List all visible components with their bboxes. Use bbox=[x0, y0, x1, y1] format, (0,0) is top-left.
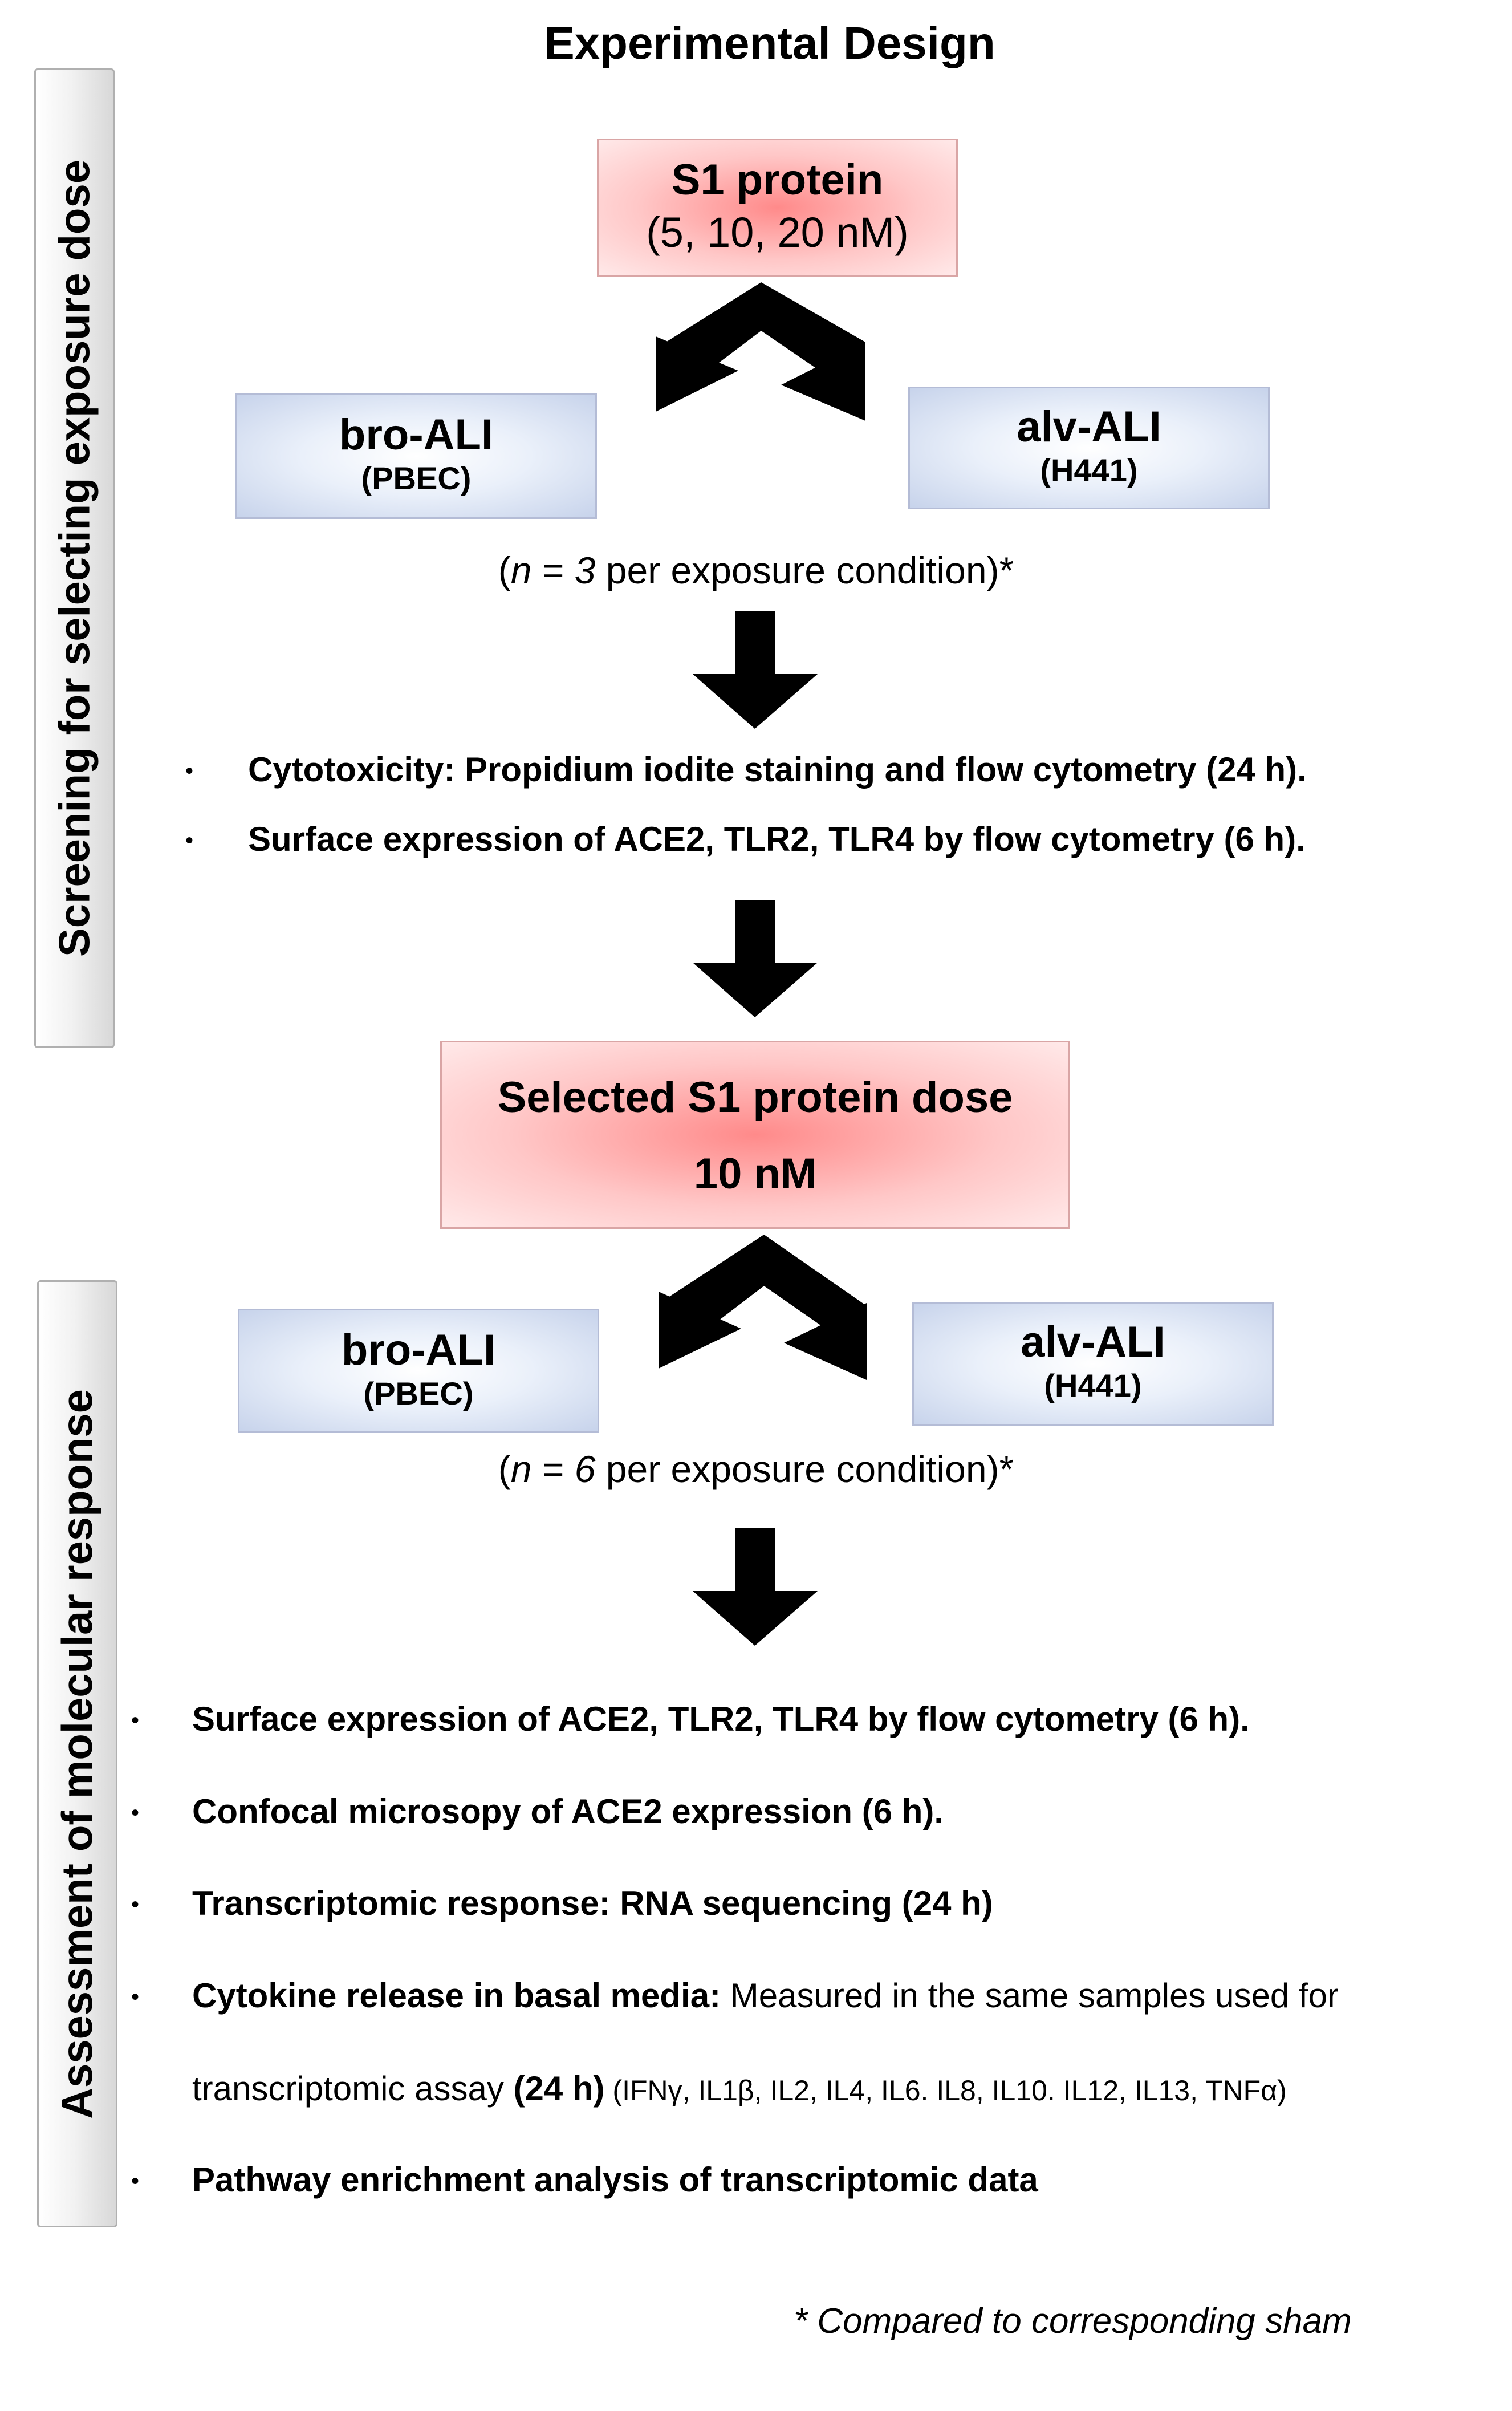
alv-ali-box-2: alv-ALI (H441) bbox=[912, 1302, 1274, 1426]
n-condition-2-open: ( bbox=[498, 1448, 511, 1490]
stage2-bullet-4: Pathway enrichment analysis of transcrip… bbox=[192, 2161, 1038, 2199]
bro-ali-cells-2: (PBEC) bbox=[363, 1375, 474, 1411]
bullet-dot-2-4: • bbox=[131, 1984, 140, 2010]
n-condition-1-eq: = bbox=[531, 549, 575, 591]
bro-ali-name-1: bro-ALI bbox=[339, 411, 494, 459]
down-arrow-3-shape bbox=[693, 1528, 818, 1646]
n-condition-2-rest: per exposure condition)* bbox=[595, 1448, 1014, 1490]
side-panel-screening: Screening for selecting exposure dose bbox=[34, 68, 115, 1048]
bro-ali-cells-1: (PBEC) bbox=[361, 460, 472, 496]
alv-ali-box-1: alv-ALI (H441) bbox=[908, 387, 1270, 509]
cytokine-normal: Measured in the same samples used for bbox=[721, 1976, 1339, 2015]
bro-ali-box-2: bro-ALI (PBEC) bbox=[238, 1309, 599, 1433]
alv-ali-cells-1: (H441) bbox=[1040, 452, 1138, 488]
footnote: * Compared to corresponding sham bbox=[794, 2302, 1352, 2341]
n-condition-1: (n = 3 per exposure condition)* bbox=[0, 549, 1512, 592]
stage2-cytokine-line1: Cytokine release in basal media: Measure… bbox=[192, 1976, 1339, 2015]
fork-arrow-1-left-head bbox=[656, 336, 738, 412]
n-condition-1-num: 3 bbox=[574, 549, 596, 591]
n-condition-1-n: n bbox=[510, 549, 532, 591]
stage2-cytokine-line2: transcriptomic assay (24 h) (IFNγ, IL1β,… bbox=[192, 2069, 1287, 2108]
down-arrow-2-shape bbox=[693, 900, 818, 1017]
fork-arrow-2-right-head bbox=[784, 1303, 867, 1380]
fork-arrow-1-shape bbox=[656, 282, 865, 411]
stage2-bullet-1: Surface expression of ACE2, TLR2, TLR4 b… bbox=[192, 1700, 1250, 1738]
n-condition-2-n: n bbox=[510, 1448, 532, 1490]
stage1-bullet-2: Surface expression of ACE2, TLR2, TLR4 b… bbox=[248, 820, 1306, 858]
bro-ali-box-1: bro-ALI (PBEC) bbox=[235, 393, 597, 519]
cytokine-line2-prefix: transcriptomic assay bbox=[192, 2069, 514, 2108]
cytokine-list: (IFNγ, IL1β, IL2, IL4, IL6. IL8, IL10. I… bbox=[604, 2075, 1287, 2106]
s1-protein-box: S1 protein (5, 10, 20 nM) bbox=[597, 139, 958, 277]
fork-arrow-1-right-head bbox=[781, 342, 865, 421]
side-panel-assessment: Assessment of molecular response bbox=[37, 1280, 117, 2227]
selected-dose-title: Selected S1 protein dose bbox=[497, 1073, 1013, 1122]
n-condition-2: (n = 6 per exposure condition)* bbox=[0, 1447, 1512, 1491]
cytokine-bold: Cytokine release in basal media: bbox=[192, 1976, 721, 2015]
alv-ali-cells-2: (H441) bbox=[1044, 1367, 1142, 1403]
selected-dose-value: 10 nM bbox=[693, 1149, 817, 1198]
stage2-bullet-2: Confocal microsopy of ACE2 expression (6… bbox=[192, 1792, 944, 1830]
cytokine-line2-bold: (24 h) bbox=[513, 2069, 605, 2108]
stage1-bullet-1: Cytotoxicity: Propidium iodite staining … bbox=[248, 750, 1307, 789]
bullet-dot-2-5: • bbox=[131, 2169, 140, 2194]
n-condition-1-rest: per exposure condition)* bbox=[595, 549, 1014, 591]
alv-ali-name-1: alv-ALI bbox=[1017, 403, 1161, 451]
diagram-title: Experimental Design bbox=[544, 18, 995, 68]
bullet-dot-1-2: • bbox=[185, 828, 194, 853]
selected-dose-box: Selected S1 protein dose 10 nM bbox=[440, 1041, 1070, 1229]
n-condition-1-open: ( bbox=[498, 549, 511, 591]
s1-protein-title: S1 protein bbox=[671, 156, 884, 204]
down-arrow-1-shape bbox=[693, 611, 818, 729]
bullet-dot-1-1: • bbox=[185, 758, 194, 784]
alv-ali-name-2: alv-ALI bbox=[1021, 1318, 1165, 1366]
fork-arrow-2-left-head bbox=[659, 1292, 741, 1369]
bullet-dot-2-3: • bbox=[131, 1892, 140, 1917]
bro-ali-name-2: bro-ALI bbox=[341, 1326, 496, 1374]
bullet-dot-2-2: • bbox=[131, 1800, 140, 1825]
s1-protein-doses: (5, 10, 20 nM) bbox=[646, 208, 909, 256]
n-condition-2-eq: = bbox=[531, 1448, 575, 1490]
fork-arrow-2-shape bbox=[660, 1235, 867, 1366]
n-condition-2-num: 6 bbox=[574, 1448, 596, 1490]
bullet-dot-2-1: • bbox=[131, 1708, 140, 1733]
stage2-bullet-3: Transcriptomic response: RNA sequencing … bbox=[192, 1884, 993, 1922]
